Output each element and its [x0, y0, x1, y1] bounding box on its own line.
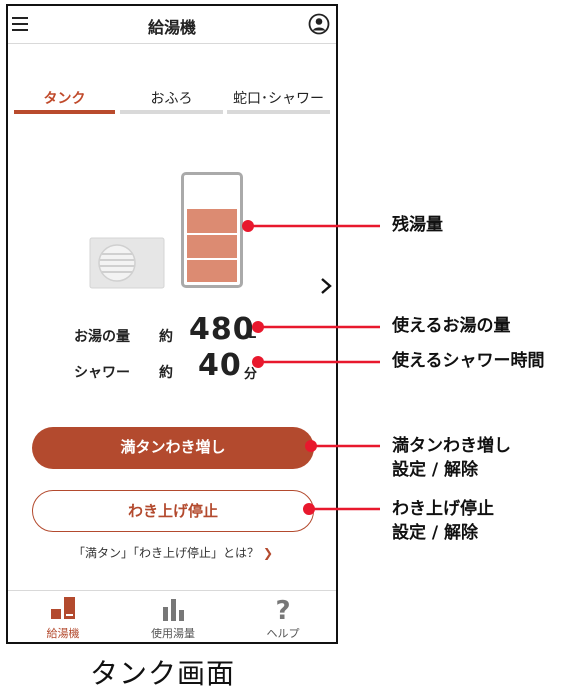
annotation-marker: [252, 356, 264, 368]
chevron-right-icon: ❯: [262, 546, 274, 560]
help-link-text: 「満タン」「わき上げ停止」とは？: [72, 546, 259, 560]
annotation-full-tank-line2: 設定 / 解除: [392, 460, 479, 480]
annotation-marker: [303, 503, 315, 515]
hot-water-value: 480: [189, 312, 255, 347]
shower-value: 40: [198, 348, 242, 383]
annotation-full-tank: 満タンわき増し 設定 / 解除: [392, 434, 511, 482]
annotation-marker: [242, 220, 254, 232]
phone-screen: 給湯機 タンク おふろ 蛇口･シャワー お湯の量 約: [6, 4, 338, 644]
tab-faucet-shower-label: 蛇口･シャワー: [233, 91, 324, 107]
tank-gauge: [181, 172, 243, 288]
top-bar: 給湯機: [8, 6, 336, 44]
annotation-marker: [305, 440, 317, 452]
nav-help[interactable]: ? ヘルプ: [228, 595, 336, 641]
svg-text:?: ?: [275, 596, 290, 623]
annotation-stop-line1: わき上げ停止: [392, 499, 494, 519]
stop-heating-button[interactable]: わき上げ停止: [32, 490, 314, 532]
hot-water-label: お湯の量: [74, 329, 130, 345]
page-title: 給湯機: [147, 18, 196, 37]
tab-faucet-shower[interactable]: 蛇口･シャワー: [227, 84, 330, 114]
heat-pump-unit-icon: [89, 237, 165, 289]
hamburger-menu-icon[interactable]: [12, 15, 30, 33]
hot-water-approx: 約: [159, 329, 173, 345]
nav-help-label: ヘルプ: [266, 627, 300, 640]
bottom-navigation: 給湯機 使用湯量 ? ヘルプ: [8, 590, 336, 642]
tab-tank-label: タンク: [43, 91, 86, 107]
tank-level-divider: [187, 233, 237, 235]
tank-level-divider: [187, 258, 237, 260]
tab-tank[interactable]: タンク: [14, 84, 115, 114]
annotation-shower-time: 使えるシャワー時間: [392, 351, 545, 371]
hot-water-amount-row: お湯の量 約 480 L: [8, 312, 336, 354]
annotation-full-tank-line1: 満タンわき増し: [392, 436, 511, 456]
shower-label: シャワー: [74, 365, 130, 381]
account-icon[interactable]: [308, 13, 330, 35]
shower-time-row: シャワー 約 40 分: [8, 348, 336, 390]
nav-water-heater-label: 給湯機: [46, 627, 80, 640]
water-heater-icon: [51, 597, 75, 619]
tab-bath[interactable]: おふろ: [120, 84, 223, 114]
tab-bar: タンク おふろ 蛇口･シャワー: [8, 84, 336, 114]
help-link[interactable]: 「満タン」「わき上げ停止」とは？❯: [8, 544, 336, 561]
nav-water-heater[interactable]: 給湯機: [8, 595, 118, 641]
bar-chart-icon: [163, 599, 184, 621]
annotation-stop-heating: わき上げ停止 設定 / 解除: [392, 497, 494, 545]
screen-caption: タンク画面: [90, 657, 236, 690]
shower-approx: 約: [159, 365, 173, 381]
nav-usage-label: 使用湯量: [151, 627, 195, 640]
question-mark-icon: ?: [275, 596, 290, 623]
nav-usage[interactable]: 使用湯量: [118, 595, 228, 641]
annotation-stop-line2: 設定 / 解除: [392, 523, 479, 543]
hot-water-unit: L: [248, 327, 257, 342]
annotation-usable-water: 使えるお湯の量: [392, 316, 511, 336]
annotation-remaining: 残湯量: [392, 215, 443, 235]
chevron-right-icon[interactable]: [318, 276, 334, 296]
full-tank-boost-button[interactable]: 満タンわき増し: [32, 427, 314, 469]
shower-unit: 分: [244, 367, 258, 382]
tank-water-level: [187, 209, 237, 282]
annotation-marker: [252, 321, 264, 333]
tab-bath-label: おふろ: [150, 91, 193, 107]
